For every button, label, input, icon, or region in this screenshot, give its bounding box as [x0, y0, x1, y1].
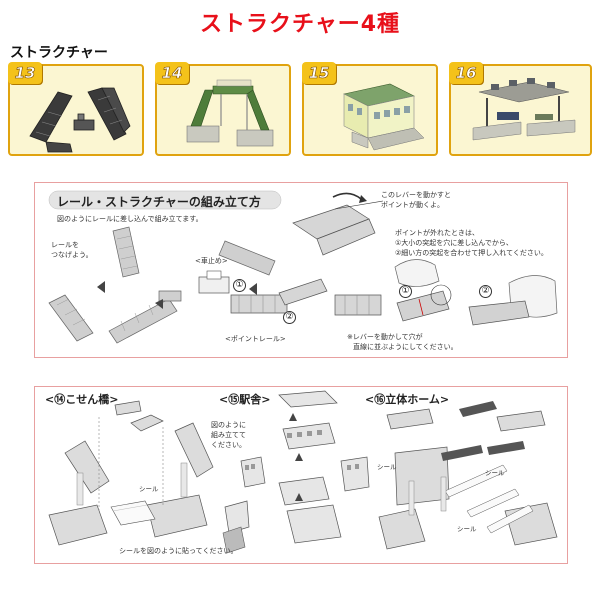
- seal-note: シールを図のように貼ってください。: [119, 547, 238, 555]
- product-number-14: 14: [155, 62, 189, 84]
- station-note-1: 図のように: [211, 421, 246, 429]
- fix-line-1: ①大小の突起を穴に差し込んでから、: [395, 239, 513, 247]
- elevated-platform-icon: [472, 78, 576, 141]
- page-title: ストラクチャー4種: [199, 12, 401, 37]
- assembly-intro: 図のようにレールに差し込んで組み立てます。: [57, 215, 203, 223]
- caution-line-2: 直線に並ぶようにしてください。: [353, 343, 458, 351]
- point-rail-label: <ポイントレール>: [225, 335, 286, 343]
- fix-step-2-marker: ②: [479, 285, 492, 298]
- platform-seal-label-3: シール: [485, 469, 505, 477]
- assembly-panel: レール・ストラクチャーの組み立て方 図のようにレールに差し込んで組み立てます。 …: [34, 182, 568, 358]
- assembly-illustrations: [48, 190, 558, 344]
- fix-step-1-marker: ①: [399, 285, 412, 298]
- lever-note-2: ポイントが動くよ。: [381, 201, 444, 209]
- fix-title: ポイントが外れたときは、: [395, 229, 479, 237]
- product-number-13: 13: [8, 62, 42, 84]
- point-rail-icon: [29, 87, 131, 153]
- station-building-icon: [343, 83, 425, 151]
- fix-line-2: ②細い方の突起を合わせて押し入れてください。: [395, 249, 548, 257]
- platform-seal-label-2: シール: [457, 525, 477, 533]
- station-note-3: ください。: [211, 441, 246, 449]
- caution-line-1: ※レバーを動かして穴が: [347, 333, 423, 341]
- product-number-15: 15: [302, 62, 336, 84]
- platform-seal-label-1: シール: [377, 463, 397, 471]
- overpass-bridge-icon: [186, 79, 274, 147]
- bridge-title: <⑭こせん橋>: [45, 393, 119, 406]
- station-note-2: 組み立てて: [211, 431, 246, 439]
- bridge-seal-label: シール: [139, 485, 159, 493]
- structures-panel: <⑭こせん橋> <⑮駅舎> <⑯立体ホーム> シール シールを図のように貼ってく…: [34, 386, 568, 564]
- lever-note-1: このレバーを動かすと: [381, 191, 451, 199]
- assembly-title: レール・ストラクチャーの組み立て方: [57, 195, 261, 209]
- product-number-16: 16: [449, 62, 483, 84]
- connect-label-2: つなげよう。: [51, 251, 93, 259]
- platform-title: <⑯立体ホーム>: [365, 393, 450, 406]
- step-1-marker: ①: [233, 279, 246, 292]
- product-card-14: [155, 64, 291, 156]
- step-2-marker: ②: [283, 311, 296, 324]
- stopper-label: <車止め>: [195, 257, 228, 265]
- station-title: <⑮駅舎>: [219, 393, 271, 406]
- connect-label-1: レールを: [51, 241, 79, 249]
- structures-illustrations: [48, 390, 558, 554]
- section-label: ストラクチャー: [10, 45, 108, 61]
- product-card-13: [8, 64, 144, 156]
